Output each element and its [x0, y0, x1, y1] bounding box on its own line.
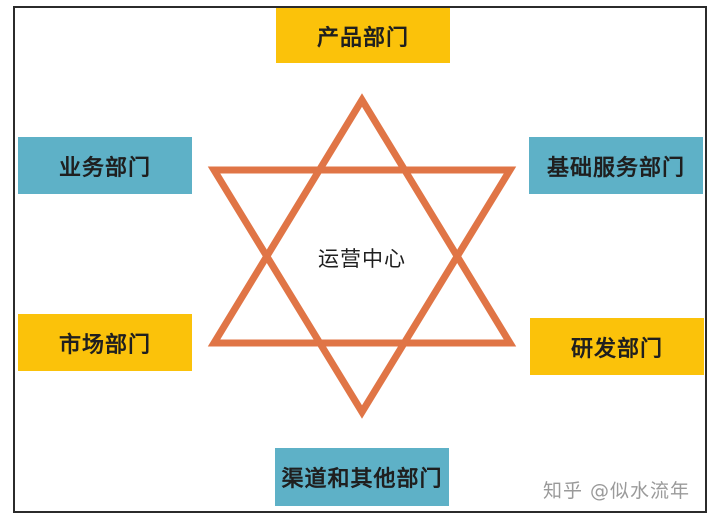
center-label-operations: 运营中心 — [318, 247, 406, 271]
watermark-text: 知乎 @似水流年 — [543, 480, 691, 502]
dept-label-rnd: 研发部门 — [570, 336, 663, 362]
dept-box-channels-other: 渠道和其他部门 — [275, 448, 449, 506]
dept-box-product: 产品部门 — [276, 8, 450, 63]
dept-box-business: 业务部门 — [18, 137, 192, 194]
dept-box-infrastructure-services: 基础服务部门 — [529, 137, 703, 194]
dept-label-product: 产品部门 — [316, 25, 409, 51]
dept-label-channels-other: 渠道和其他部门 — [281, 467, 443, 492]
dept-box-rnd: 研发部门 — [530, 318, 704, 375]
downward-triangle — [207, 166, 517, 419]
dept-label-marketing: 市场部门 — [58, 332, 151, 358]
dept-label-business: 业务部门 — [58, 155, 151, 181]
dept-label-infrastructure-services: 基础服务部门 — [546, 155, 685, 181]
diagram-frame — [13, 6, 707, 513]
dept-box-marketing: 市场部门 — [18, 314, 192, 371]
upward-triangle — [207, 93, 517, 347]
